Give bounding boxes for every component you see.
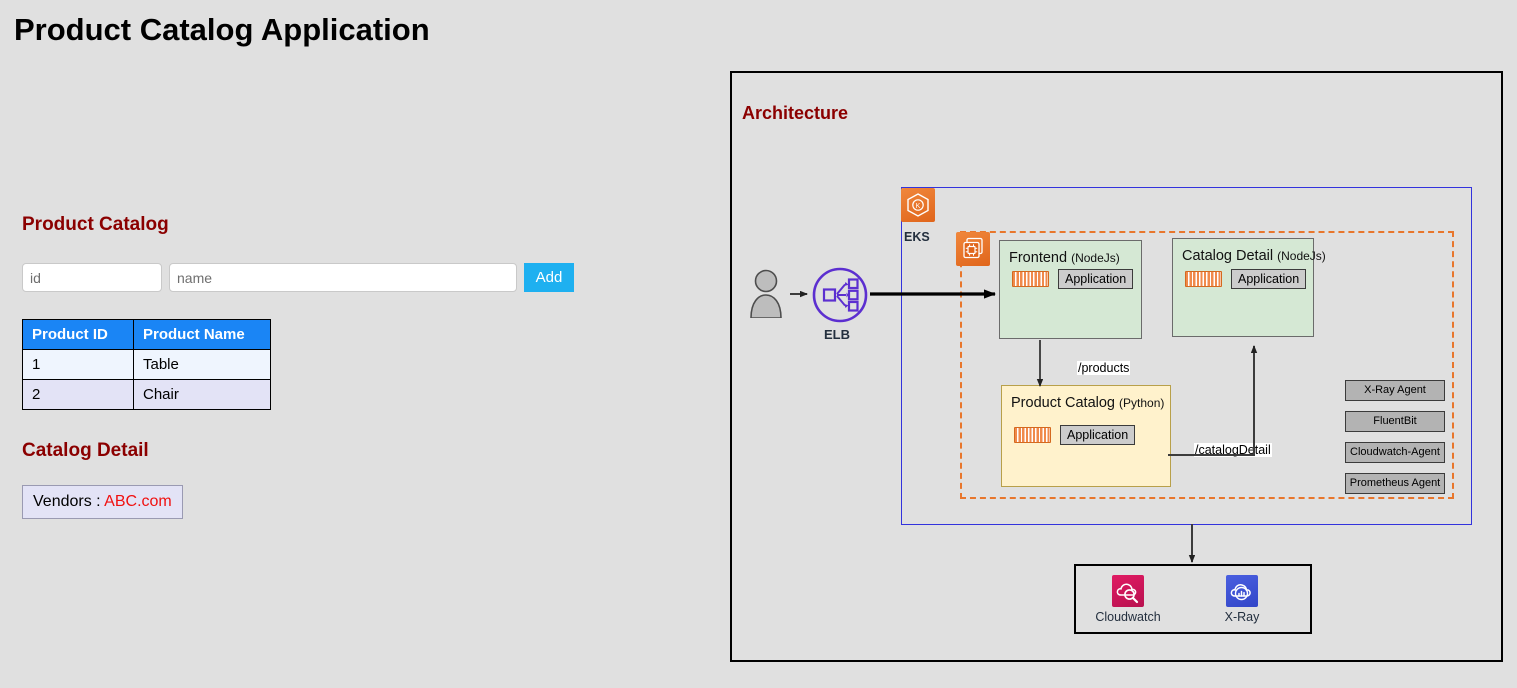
architecture-panel: Architecture K EKS: [730, 71, 1503, 662]
vendor-detail-box: Vendors : ABC.com: [22, 485, 183, 519]
eks-label: EKS: [904, 230, 930, 244]
service-box-product-catalog[interactable]: Product Catalog (Python) Application: [1001, 385, 1171, 487]
product-catalog-heading: Product Catalog: [22, 214, 169, 235]
cell-product-id: 1: [22, 349, 134, 380]
service-language: (NodeJs): [1277, 249, 1326, 263]
monitoring-item-xray[interactable]: X-Ray: [1202, 575, 1282, 624]
service-title-product-catalog: Product Catalog (Python): [1011, 395, 1164, 411]
table-row[interactable]: 2 Chair: [22, 379, 271, 410]
cell-product-name: Chair: [133, 379, 271, 410]
service-name: Product Catalog: [1011, 395, 1115, 411]
edge-label-products: /products: [1077, 361, 1131, 375]
service-language: (NodeJs): [1071, 251, 1120, 265]
monitoring-label: Cloudwatch: [1095, 610, 1161, 624]
container-icon: [1185, 271, 1222, 287]
agent-chip-cloudwatch-agent[interactable]: Cloudwatch-Agent: [1345, 442, 1445, 463]
cell-product-id: 2: [22, 379, 134, 410]
monitoring-item-cloudwatch[interactable]: Cloudwatch: [1088, 575, 1168, 624]
product-table-head: Product ID Product Name: [22, 319, 271, 350]
xray-icon: [1226, 575, 1258, 607]
agent-chip-fluentbit[interactable]: FluentBit: [1345, 411, 1445, 432]
catalog-detail-heading: Catalog Detail: [22, 440, 149, 461]
vendors-label: Vendors :: [33, 493, 101, 510]
product-table-body: 1 Table 2 Chair: [22, 349, 271, 410]
application-badge: Application: [1058, 269, 1134, 289]
service-title-frontend: Frontend (NodeJs): [1009, 250, 1120, 266]
cell-product-name: Table: [133, 349, 271, 380]
service-name: Catalog Detail: [1182, 248, 1274, 264]
container-icon: [1012, 271, 1049, 287]
service-badges-frontend: Application: [1012, 269, 1134, 289]
application-badge: Application: [1060, 425, 1136, 445]
service-badges-product-catalog: Application: [1014, 425, 1136, 445]
user-icon: [748, 268, 784, 319]
cloudwatch-icon: [1112, 575, 1144, 607]
column-header-product-id: Product ID: [22, 319, 134, 350]
edge-label-catalog-detail: /catalogDetail: [1194, 443, 1272, 457]
eks-cluster-boundary: [901, 187, 1472, 525]
application-badge: Application: [1231, 269, 1307, 289]
monitoring-label: X-Ray: [1224, 610, 1260, 624]
service-badges-catalog-detail: Application: [1185, 269, 1307, 289]
vendor-value[interactable]: ABC.com: [104, 493, 172, 510]
elb-label: ELB: [824, 327, 850, 342]
add-product-form: Add: [22, 263, 574, 292]
monitoring-box: Cloudwatch X-Ray: [1074, 564, 1312, 634]
column-header-product-name: Product Name: [133, 319, 271, 350]
service-box-catalog-detail[interactable]: Catalog Detail (NodeJs) Application: [1172, 238, 1326, 337]
service-language: (Python): [1119, 396, 1165, 410]
service-name: Frontend: [1009, 250, 1068, 266]
elastic-load-balancer-icon: [812, 267, 868, 323]
container-icon: [1014, 427, 1051, 443]
service-title-catalog-detail: Catalog Detail (NodeJs): [1182, 248, 1326, 264]
product-name-input[interactable]: [169, 263, 517, 292]
product-table: Product ID Product Name 1 Table 2 Chair: [22, 319, 271, 410]
table-header-row: Product ID Product Name: [22, 319, 271, 350]
table-row[interactable]: 1 Table: [22, 349, 271, 380]
eks-icon: K: [901, 188, 935, 222]
agent-chip-xray-agent[interactable]: X-Ray Agent: [1345, 380, 1445, 401]
namespace-boundary: [960, 231, 1454, 499]
agent-chip-prometheus-agent[interactable]: Prometheus Agent: [1345, 473, 1445, 494]
add-product-button[interactable]: Add: [524, 263, 574, 292]
product-id-input[interactable]: [22, 263, 162, 292]
svg-text:K: K: [916, 203, 921, 210]
page-title: Product Catalog Application: [14, 12, 430, 47]
architecture-title: Architecture: [742, 103, 849, 123]
service-box-frontend[interactable]: Frontend (NodeJs) Application: [999, 240, 1142, 339]
pod-icon: [956, 232, 990, 266]
